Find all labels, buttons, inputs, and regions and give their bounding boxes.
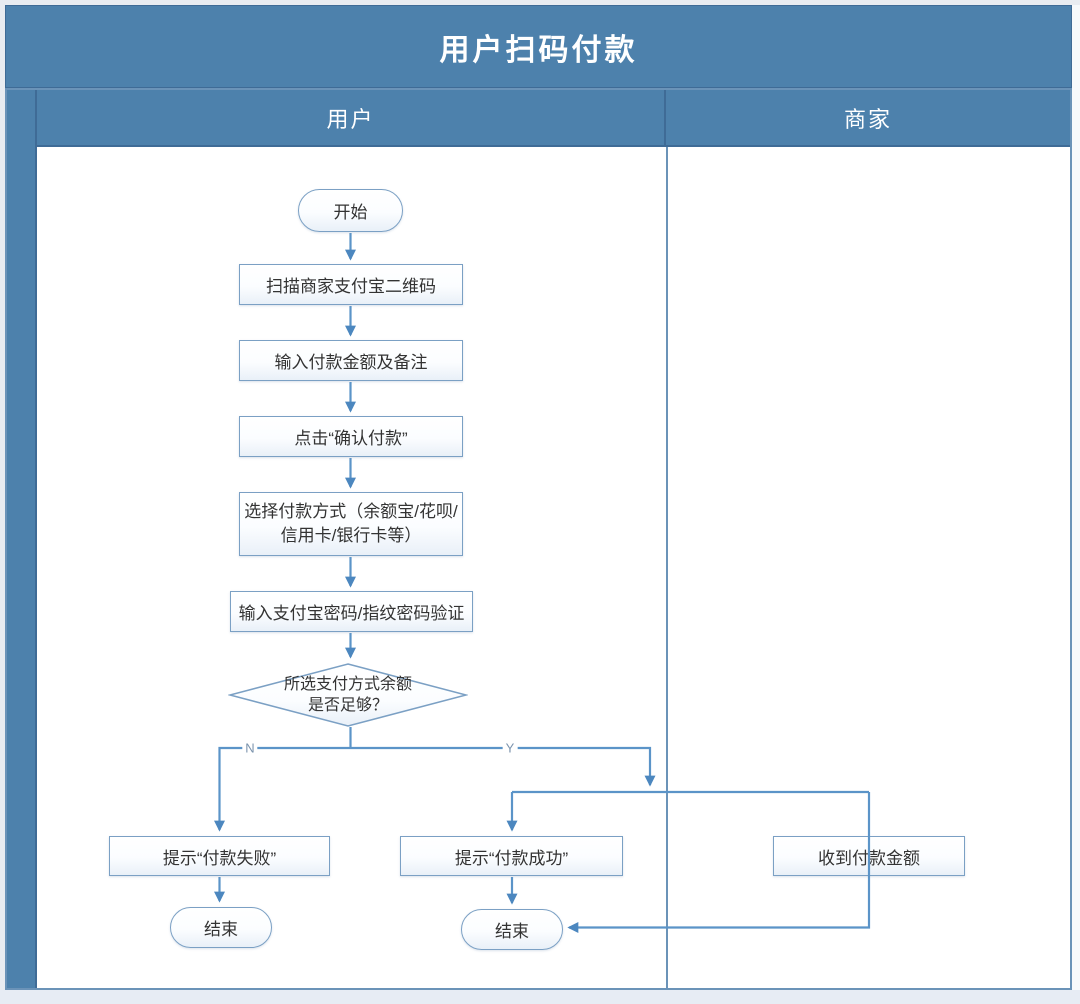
diagram-title-bar: 用户扫码付款: [5, 5, 1072, 88]
node-receive-label: 收到付款金额: [818, 848, 920, 868]
node-method-line2: 信用卡/银行卡等）: [280, 526, 422, 545]
node-confirm-label: 点击“确认付款”: [294, 429, 408, 448]
node-end-success-terminator: 结束: [461, 909, 563, 950]
diagram-title: 用户扫码付款: [439, 33, 638, 67]
node-password-label: 输入支付宝密码/指纹密码验证: [238, 604, 465, 623]
node-start-label: 开始: [333, 203, 368, 222]
lane-label-user: 用户: [326, 106, 375, 132]
node-end-fail-terminator: 结束: [170, 907, 272, 948]
pool-side-strip: [7, 90, 37, 988]
node-end-success-label: 结束: [495, 922, 529, 941]
edge-label-y: Y: [502, 740, 518, 756]
node-scan-label: 扫描商家支付宝二维码: [266, 277, 436, 296]
node-scan-qrcode: 扫描商家支付宝二维码: [239, 264, 463, 305]
node-amount-label: 输入付款金额及备注: [274, 353, 428, 372]
canvas-bottom-band: [0, 990, 1080, 1004]
node-method-line1: 选择付款方式（余额宝/花呗/: [244, 502, 458, 521]
canvas-top-margin: [0, 0, 1080, 5]
lane-header-merchant: 商家: [666, 90, 1070, 147]
decision-diamond-shape: [228, 663, 468, 727]
node-balance-decision: 所选支付方式余额 是否足够？: [228, 663, 468, 727]
node-enter-password: 输入支付宝密码/指纹密码验证: [230, 591, 473, 632]
node-enter-amount: 输入付款金额及备注: [239, 340, 463, 381]
node-success-label: 提示“付款成功”: [454, 848, 569, 868]
lane-divider: [666, 147, 668, 988]
lane-header-user: 用户: [37, 90, 666, 147]
edge-label-n: N: [242, 740, 258, 756]
node-fail-label: 提示“付款失败”: [162, 848, 277, 868]
node-receive-amount: 收到付款金额: [773, 836, 965, 876]
decision-text: 所选支付方式余额 是否足够？: [284, 674, 412, 716]
node-end-fail-label: 结束: [204, 920, 238, 939]
canvas-left-margin: [0, 0, 5, 990]
decision-line1: 所选支付方式余额: [283, 676, 412, 693]
node-confirm-payment: 点击“确认付款”: [239, 416, 463, 457]
node-payment-success: 提示“付款成功”: [400, 836, 623, 876]
node-start-terminator: 开始: [298, 189, 403, 232]
decision-line2: 是否足够？: [307, 697, 388, 714]
node-choose-method: 选择付款方式（余额宝/花呗/ 信用卡/银行卡等）: [239, 492, 463, 556]
lane-label-merchant: 商家: [843, 106, 892, 132]
node-payment-failed: 提示“付款失败”: [109, 836, 330, 876]
